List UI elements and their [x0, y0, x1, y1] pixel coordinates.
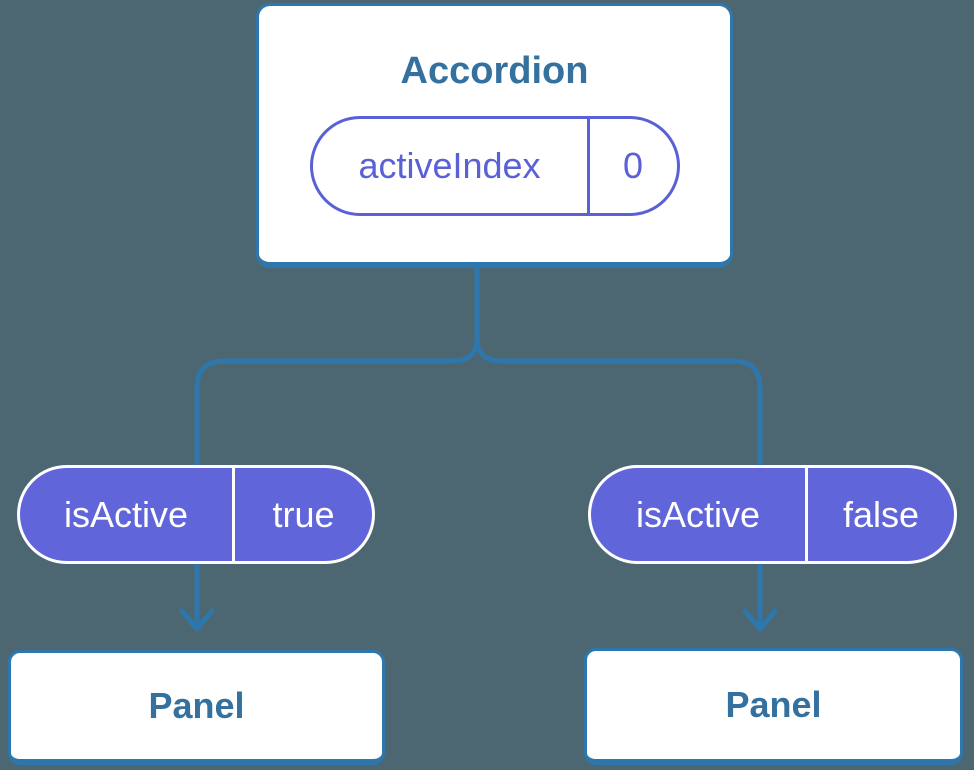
prop-value: false — [805, 468, 954, 561]
state-value: 0 — [586, 118, 677, 213]
state-pill-activeindex: activeIndex 0 — [309, 115, 680, 216]
accordion-node: Accordion activeIndex 0 — [256, 3, 733, 268]
panel-node-left: Panel — [8, 650, 385, 765]
left-branch-line — [194, 337, 480, 470]
right-arrow-down-icon — [742, 608, 778, 632]
panel-node-right: Panel — [584, 648, 963, 765]
prop-name: isActive — [63, 493, 189, 535]
prop-pill-isactive-true: isActive true — [17, 465, 375, 564]
left-arrow-down-icon — [179, 608, 215, 632]
prop-value: true — [232, 468, 372, 561]
prop-pill-isactive-false: isActive false — [588, 465, 957, 564]
state-name: activeIndex — [358, 144, 541, 186]
accordion-title: Accordion — [400, 50, 589, 92]
panel-label: Panel — [725, 684, 822, 725]
panel-label: Panel — [148, 685, 245, 726]
prop-name: isActive — [635, 493, 761, 535]
right-branch-line — [474, 337, 763, 470]
